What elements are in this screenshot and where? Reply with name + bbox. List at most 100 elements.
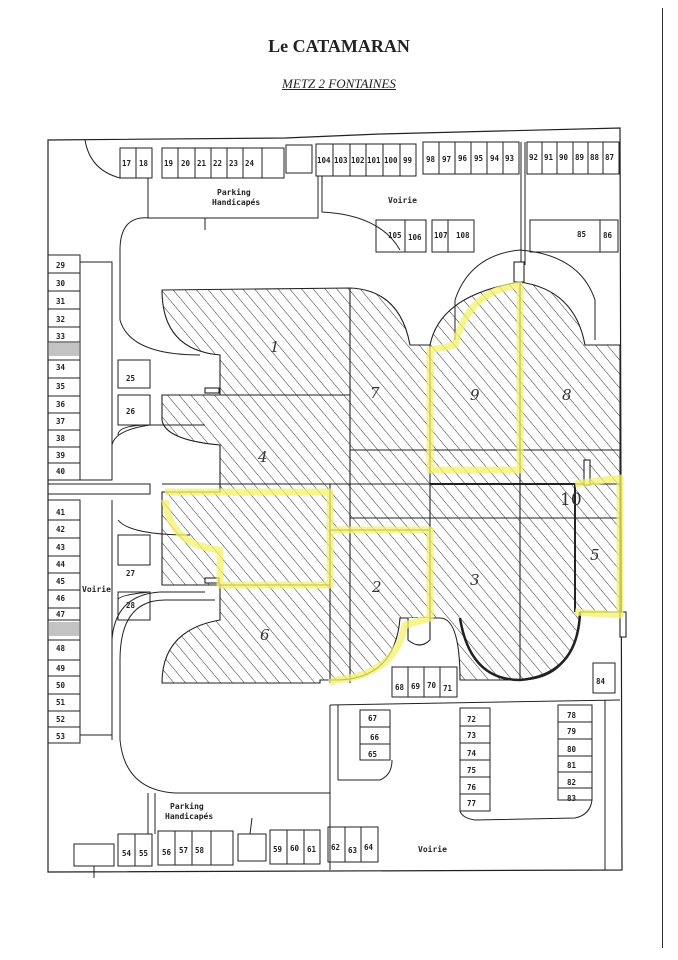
svg-text:28: 28 [126,601,136,610]
svg-text:105: 105 [388,231,402,240]
svg-text:72: 72 [467,715,476,724]
svg-text:52: 52 [56,715,65,724]
svg-text:35: 35 [56,382,65,391]
svg-text:79: 79 [567,727,577,736]
svg-text:43: 43 [56,543,66,552]
svg-text:36: 36 [56,400,66,409]
svg-text:93: 93 [505,154,515,163]
highlighted-zones [161,281,624,687]
svg-text:32: 32 [56,315,65,324]
svg-text:102: 102 [351,156,365,165]
svg-text:104: 104 [317,156,331,165]
svg-text:95: 95 [474,154,483,163]
svg-text:7: 7 [370,384,380,402]
svg-text:56: 56 [162,848,172,857]
svg-text:82: 82 [567,778,576,787]
svg-text:108: 108 [456,231,470,240]
upper-inner-spaces [375,219,619,340]
zone-labels: 1 2 3 4 5 6 7 8 9 10 [257,338,600,644]
svg-text:21: 21 [197,159,207,168]
svg-text:3: 3 [470,571,480,589]
svg-text:85: 85 [577,230,586,239]
svg-text:38: 38 [56,434,66,443]
page-edge-line [662,8,663,948]
svg-text:53: 53 [56,732,66,741]
svg-text:57: 57 [179,846,188,855]
svg-text:77: 77 [467,799,476,808]
svg-text:17: 17 [122,159,131,168]
svg-text:22: 22 [213,159,222,168]
left-inner-spaces [111,217,330,794]
svg-text:19: 19 [164,159,174,168]
svg-text:Handicapés: Handicapés [212,197,260,207]
svg-text:78: 78 [567,711,577,720]
svg-text:1: 1 [270,338,280,356]
svg-text:97: 97 [442,155,451,164]
svg-text:64: 64 [364,843,374,852]
svg-text:33: 33 [56,332,66,341]
space-labels: 17 18 19 20 21 22 23 24 104 103 102 101 … [56,153,614,858]
main-building [161,261,627,684]
svg-text:86: 86 [603,231,613,240]
svg-text:Parking: Parking [170,801,204,811]
svg-text:92: 92 [529,153,538,162]
svg-text:25: 25 [126,374,135,383]
svg-text:46: 46 [56,594,66,603]
svg-text:103: 103 [334,156,348,165]
svg-text:39: 39 [56,451,66,460]
svg-text:20: 20 [181,159,191,168]
svg-text:76: 76 [467,783,477,792]
svg-text:63: 63 [348,846,358,855]
svg-text:48: 48 [56,644,66,653]
svg-text:71: 71 [443,684,453,693]
svg-text:44: 44 [56,560,66,569]
svg-text:100: 100 [384,156,398,165]
svg-text:18: 18 [139,159,149,168]
svg-text:84: 84 [596,677,606,686]
svg-text:54: 54 [122,849,132,858]
svg-text:91: 91 [544,153,554,162]
svg-text:50: 50 [56,681,66,690]
svg-text:94: 94 [490,154,500,163]
svg-text:24: 24 [245,159,255,168]
svg-text:Parking: Parking [217,187,251,197]
svg-text:59: 59 [273,845,283,854]
svg-text:58: 58 [195,846,205,855]
svg-text:98: 98 [426,155,436,164]
svg-text:Voirie: Voirie [418,844,447,854]
svg-text:69: 69 [411,682,421,691]
svg-text:23: 23 [229,159,239,168]
svg-text:60: 60 [290,844,300,853]
svg-text:4: 4 [257,448,268,466]
svg-text:61: 61 [307,845,317,854]
svg-text:88: 88 [590,153,600,162]
svg-text:67: 67 [368,714,377,723]
svg-text:107: 107 [434,231,448,240]
svg-text:74: 74 [467,749,477,758]
svg-text:89: 89 [575,153,585,162]
svg-text:40: 40 [56,467,66,476]
svg-text:75: 75 [467,766,476,775]
svg-text:106: 106 [408,233,422,242]
svg-text:49: 49 [56,664,66,673]
svg-text:10: 10 [560,490,582,510]
svg-text:66: 66 [370,733,380,742]
svg-text:99: 99 [403,156,413,165]
top-parking [84,139,620,265]
svg-text:6: 6 [260,626,270,644]
svg-text:Voirie: Voirie [388,195,417,205]
svg-text:8: 8 [562,386,572,404]
area-labels: Voirie Voirie Voirie Parking Handicapés … [82,187,447,854]
svg-text:26: 26 [126,407,136,416]
svg-text:90: 90 [559,153,569,162]
svg-text:42: 42 [56,525,65,534]
svg-text:31: 31 [56,297,66,306]
plan-title: Le CATAMARAN [268,36,410,56]
svg-text:29: 29 [56,261,66,270]
svg-text:Handicapés: Handicapés [165,811,213,821]
svg-text:87: 87 [605,153,614,162]
bottom-parking [73,793,379,878]
svg-text:Voirie: Voirie [82,584,111,594]
svg-text:96: 96 [458,154,468,163]
